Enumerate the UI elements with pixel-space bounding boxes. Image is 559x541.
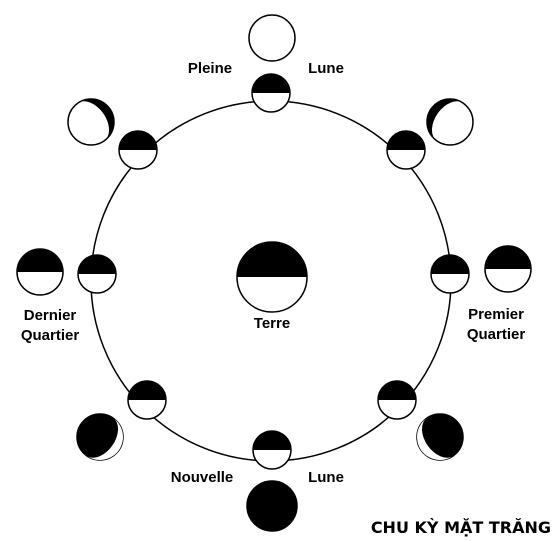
- label-new-2: Lune: [308, 469, 344, 486]
- phase-new-moon: [246, 480, 298, 532]
- label-first-quarter-2: Quartier: [467, 326, 526, 343]
- label-full-1: Pleine: [188, 60, 232, 77]
- label-first-quarter-1: Premier: [468, 306, 524, 323]
- orbit-moon-upper-left: [118, 130, 158, 170]
- phase-full-moon: [248, 14, 296, 62]
- label-last-quarter-1: Dernier: [24, 307, 77, 324]
- phase-waxing-crescent: [416, 413, 464, 461]
- diagram-title: CHU KỲ MẶT TRĂNG: [371, 517, 551, 537]
- label-last-quarter-2: Quartier: [21, 327, 80, 344]
- label-full-2: Lune: [308, 60, 344, 77]
- orbit-moon-lower-left: [127, 380, 167, 420]
- phase-waxing-gibbous: [426, 98, 474, 146]
- orbit-moon-right: [430, 254, 470, 294]
- orbit-moon-lower-right: [377, 380, 417, 420]
- orbit-moon-upper-right: [386, 130, 426, 170]
- orbit-moon-top: [251, 73, 291, 113]
- orbit-moon-left: [77, 254, 117, 294]
- earth: [236, 241, 308, 313]
- phase-first-quarter: [484, 245, 532, 293]
- orbit-moon-bottom: [252, 430, 292, 470]
- phase-waning-crescent: [76, 413, 124, 461]
- phase-waning-gibbous: [67, 98, 115, 146]
- label-earth: Terre: [254, 315, 290, 332]
- label-new-1: Nouvelle: [171, 469, 234, 486]
- phase-last-quarter: [16, 248, 64, 296]
